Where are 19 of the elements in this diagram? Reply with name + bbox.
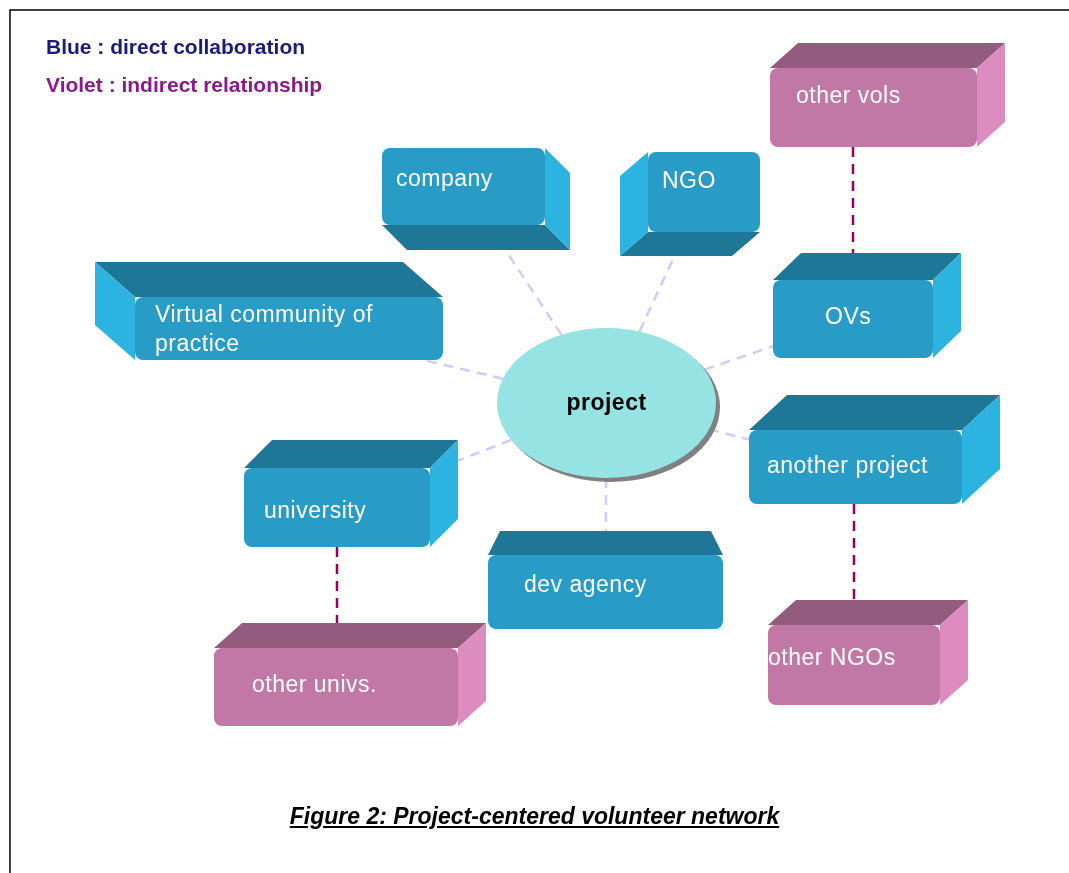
connector-line	[704, 345, 774, 371]
node-label: dev agency	[524, 570, 648, 599]
connector-line	[457, 438, 512, 462]
figure-caption: Figure 2: Project-centered volunteer network	[289, 803, 780, 829]
node-label: OVs	[825, 302, 873, 331]
node-label: other univs.	[252, 670, 378, 699]
connector-line	[852, 504, 856, 600]
node-label: another project	[767, 451, 929, 480]
node-label: NGO	[662, 166, 717, 195]
connector-line	[335, 547, 339, 623]
node-label: project	[565, 388, 648, 417]
node-label: university	[264, 496, 368, 525]
node-label: Virtual community of practice	[155, 300, 374, 358]
connector-line	[851, 147, 855, 253]
node-label: other vols	[796, 81, 902, 110]
node-label: other NGOs	[768, 643, 897, 672]
legend-text: Violet : indirect relationship	[46, 73, 323, 97]
node-label: company	[396, 164, 494, 193]
legend-text: Blue : direct collaboration	[46, 35, 306, 59]
